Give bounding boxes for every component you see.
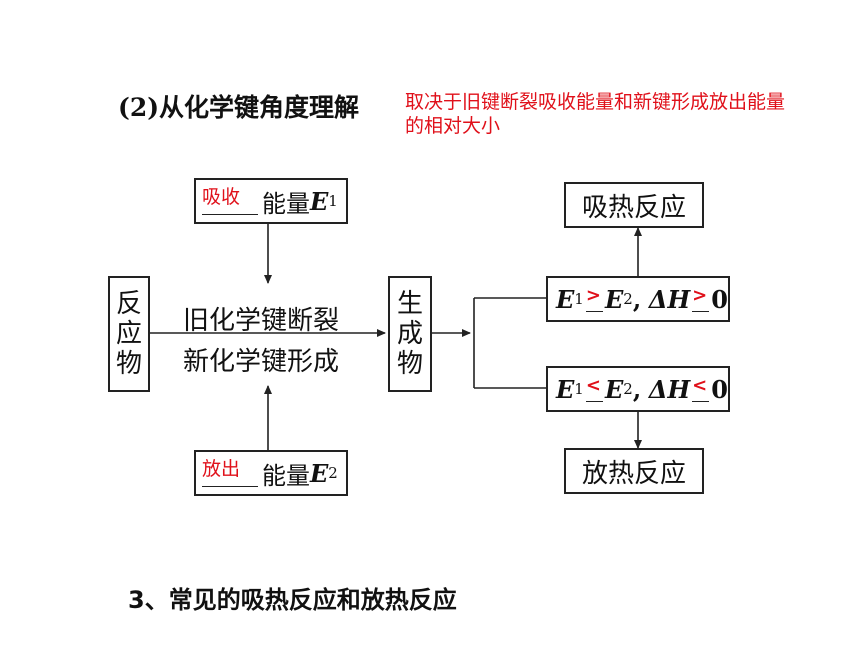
section-heading: (2)从化学键角度理解 <box>118 93 360 122</box>
endothermic-reaction-label: 吸热反应 <box>581 192 686 223</box>
endo-zero: 0 <box>711 284 728 314</box>
exo-e1-sub: 1 <box>574 380 584 398</box>
release-answer: 放出 <box>202 457 241 480</box>
bond-forming-text: 新化学键形成 <box>183 347 340 377</box>
endothermic-reaction-box: 吸热反应 <box>564 182 704 228</box>
absorb-energy-sub: 1 <box>328 192 338 210</box>
exo-blank-1: < <box>585 374 603 402</box>
exo-rel1-answer: < <box>585 374 601 396</box>
endo-e2: E <box>605 284 624 314</box>
reactants-char-1: 反 <box>115 289 142 319</box>
exo-sep: , <box>632 374 642 404</box>
release-energy-var: E <box>310 458 329 488</box>
products-char-3: 物 <box>396 349 423 379</box>
endo-blank-1: > <box>585 284 603 312</box>
bond-breaking-text: 旧化学键断裂 <box>183 306 340 336</box>
exothermic-reaction-label: 放热反应 <box>581 458 686 489</box>
products-box: 生 成 物 <box>388 276 432 392</box>
exo-e2: E <box>605 374 624 404</box>
endo-sep: , <box>632 284 642 314</box>
endo-rel2-answer: > <box>692 284 708 306</box>
reactants-box: 反 应 物 <box>108 276 150 392</box>
exo-e1: E <box>556 374 575 404</box>
endo-blank-2: > <box>692 284 710 312</box>
endo-dh: ΔH <box>648 284 691 314</box>
release-energy-sub: 2 <box>328 464 338 482</box>
exo-rel2-answer: < <box>692 374 708 396</box>
absorb-energy-var: E <box>310 186 329 216</box>
footer-heading: 3、常见的吸热反应和放热反应 <box>128 586 457 614</box>
endo-rel1-answer: > <box>585 284 601 306</box>
absorb-answer: 吸收 <box>202 185 241 208</box>
answer-note: 取决于旧键断裂吸收能量和新键形成放出能量的相对大小 <box>405 91 786 137</box>
exothermic-reaction-box: 放热反应 <box>564 448 704 494</box>
endo-e1: E <box>556 284 575 314</box>
absorb-blank: 吸收 <box>202 186 258 215</box>
products-char-2: 成 <box>396 319 423 349</box>
exo-blank-2: < <box>692 374 710 402</box>
reactants-char-2: 应 <box>115 319 142 349</box>
products-char-1: 生 <box>396 289 423 319</box>
release-energy-label: 能量 <box>262 461 310 490</box>
endo-e2-sub: 2 <box>623 290 633 308</box>
exo-e2-sub: 2 <box>623 380 633 398</box>
endo-e1-sub: 1 <box>574 290 584 308</box>
absorb-energy-label: 能量 <box>262 189 310 218</box>
exo-dh: ΔH <box>648 374 691 404</box>
release-blank: 放出 <box>202 458 258 487</box>
reactants-char-3: 物 <box>115 349 142 379</box>
exo-zero: 0 <box>711 374 728 404</box>
